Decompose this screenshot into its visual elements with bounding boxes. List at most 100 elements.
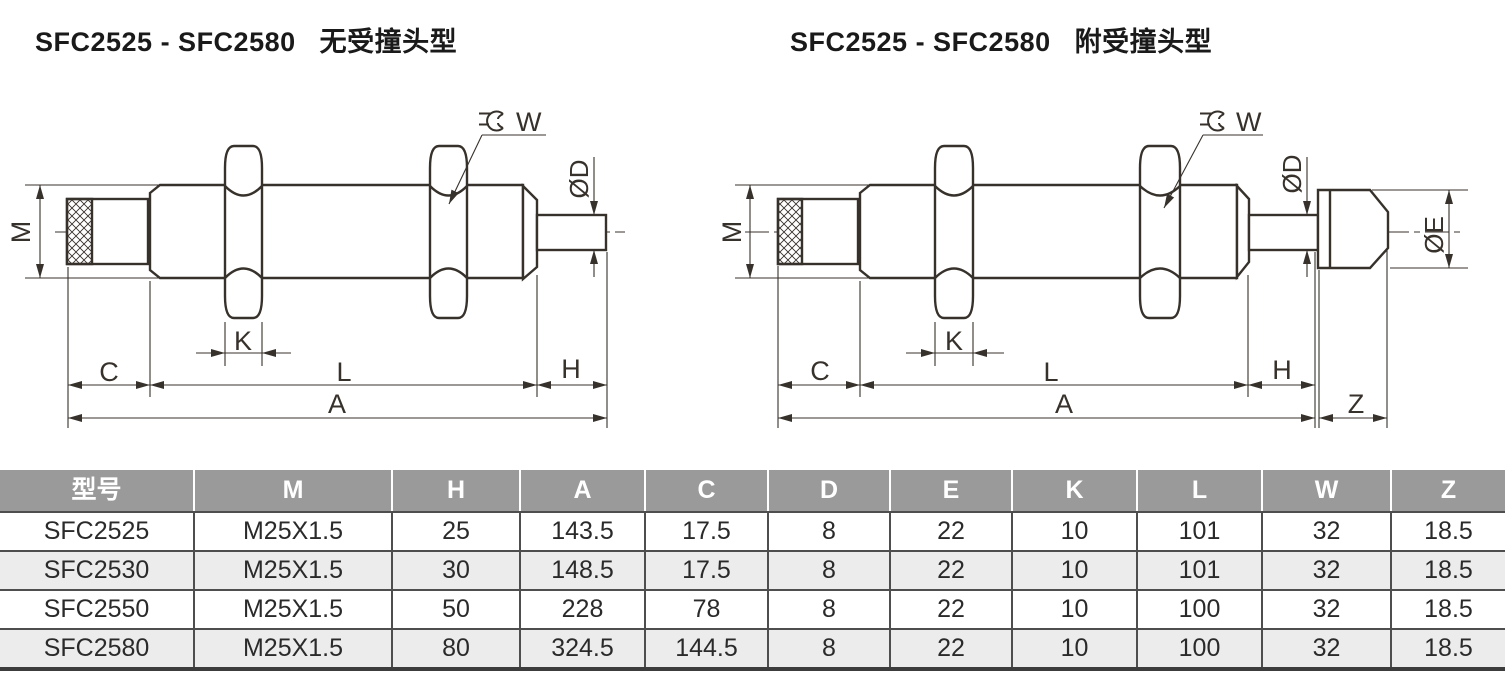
table-header-row: 型号 M H A C D E K L W Z [0, 470, 1505, 511]
cell-model: SFC2550 [0, 589, 193, 628]
dim-OD-right: ØD [1277, 155, 1311, 277]
cell-model: SFC2530 [0, 550, 193, 589]
cell: 32 [1261, 628, 1390, 667]
dim-label-OD: ØD [1277, 155, 1307, 194]
cell: 80 [391, 628, 519, 667]
cell: 324.5 [519, 628, 644, 667]
table-row: SFC2525 M25X1.5 25 143.5 17.5 8 22 10 10… [0, 511, 1505, 550]
col-header-M: M [193, 470, 391, 511]
figure-title-left: SFC2525 - SFC2580 无受撞头型 [35, 27, 458, 57]
col-header-W: W [1261, 470, 1390, 511]
cell: 8 [767, 628, 889, 667]
cell: 10 [1011, 589, 1136, 628]
wrench-icon [479, 110, 504, 132]
dim-label-OE: ØE [1419, 216, 1449, 254]
cell: 22 [889, 628, 1011, 667]
cell: 18.5 [1390, 589, 1505, 628]
cell: 17.5 [644, 511, 767, 550]
dim-label-C: C [810, 356, 830, 386]
wrench-icon [1200, 110, 1225, 132]
dim-label-L: L [336, 357, 351, 387]
cell: 101 [1136, 511, 1261, 550]
cell: 18.5 [1390, 628, 1505, 667]
cell: 30 [391, 550, 519, 589]
cell: 78 [644, 589, 767, 628]
dim-label-M: M [717, 221, 747, 244]
col-header-E: E [889, 470, 1011, 511]
cell: 10 [1011, 550, 1136, 589]
cell: 10 [1011, 511, 1136, 550]
cell: 17.5 [644, 550, 767, 589]
cell: 22 [889, 550, 1011, 589]
output-rod [1247, 213, 1320, 252]
cell: 10 [1011, 628, 1136, 667]
cell: 8 [767, 511, 889, 550]
cell: 32 [1261, 511, 1390, 550]
col-header-H: H [391, 470, 519, 511]
callout-W-left: W [448, 107, 546, 205]
table-row: SFC2580 M25X1.5 80 324.5 144.5 8 22 10 1… [0, 628, 1505, 667]
cell: 32 [1261, 550, 1390, 589]
cell: 22 [889, 589, 1011, 628]
body-end-cap [521, 183, 539, 282]
dim-label-M: M [6, 221, 36, 244]
dim-M-right: M [717, 184, 870, 279]
hex-nut-1 [933, 144, 975, 320]
dim-label-Z: Z [1348, 389, 1365, 419]
cell-model: SFC2525 [0, 511, 193, 550]
cell: 143.5 [519, 511, 644, 550]
table-row: SFC2530 M25X1.5 30 148.5 17.5 8 22 10 10… [0, 550, 1505, 589]
left-drawing: M W ØD [6, 107, 625, 428]
hex-nut-2 [1138, 144, 1182, 320]
dim-M-left: M [6, 184, 160, 279]
leader-arrow [448, 134, 483, 205]
dim-K-right: K [906, 322, 1004, 366]
table-row: SFC2550 M25X1.5 50 228 78 8 22 10 100 32… [0, 589, 1505, 628]
figure-title-right: SFC2525 - SFC2580 附受撞头型 [790, 27, 1213, 57]
cell: M25X1.5 [193, 550, 391, 589]
hex-nut-1 [223, 144, 264, 320]
col-header-D: D [767, 470, 889, 511]
dim-label-W: W [516, 107, 542, 137]
right-drawing: M W ØD [717, 107, 1468, 428]
cell: 100 [1136, 589, 1261, 628]
technical-drawings: M W ØD [6, 107, 1468, 428]
cell: 8 [767, 589, 889, 628]
cell: 50 [391, 589, 519, 628]
cell: 148.5 [519, 550, 644, 589]
dim-label-L: L [1043, 357, 1058, 387]
knurled-crosshatch [65, 197, 94, 266]
callout-W-right: W [1163, 107, 1263, 209]
body-end-cap [1235, 182, 1251, 281]
cell: 25 [391, 511, 519, 550]
col-header-model: 型号 [0, 470, 193, 511]
dim-label-H: H [561, 354, 581, 384]
spec-table: 型号 M H A C D E K L W Z SFC2525 M25X1.5 2… [0, 470, 1505, 671]
col-header-C: C [644, 470, 767, 511]
cell: 228 [519, 589, 644, 628]
cell: M25X1.5 [193, 589, 391, 628]
dim-label-K: K [234, 326, 252, 356]
cell: M25X1.5 [193, 628, 391, 667]
col-header-Z: Z [1390, 470, 1505, 511]
knurled-crosshatch [776, 197, 804, 266]
dim-OE-right: ØE [1372, 189, 1468, 269]
dim-label-H: H [1272, 355, 1292, 385]
cell: 32 [1261, 589, 1390, 628]
dim-label-C: C [99, 357, 119, 387]
dim-label-W: W [1236, 107, 1262, 137]
dim-label-OD: ØD [564, 160, 594, 199]
cell: M25X1.5 [193, 511, 391, 550]
dim-label-A: A [1055, 389, 1073, 419]
dims-bottom-right: C L H A Z [777, 250, 1388, 428]
col-header-K: K [1011, 470, 1136, 511]
impact-head [1316, 188, 1390, 270]
cell: 144.5 [644, 628, 767, 667]
dim-label-A: A [328, 389, 346, 419]
dim-label-K: K [945, 326, 963, 356]
leader-arrow [1163, 134, 1204, 209]
cell: 101 [1136, 550, 1261, 589]
dims-bottom-left: C L H A [67, 252, 608, 428]
cell: 18.5 [1390, 511, 1505, 550]
